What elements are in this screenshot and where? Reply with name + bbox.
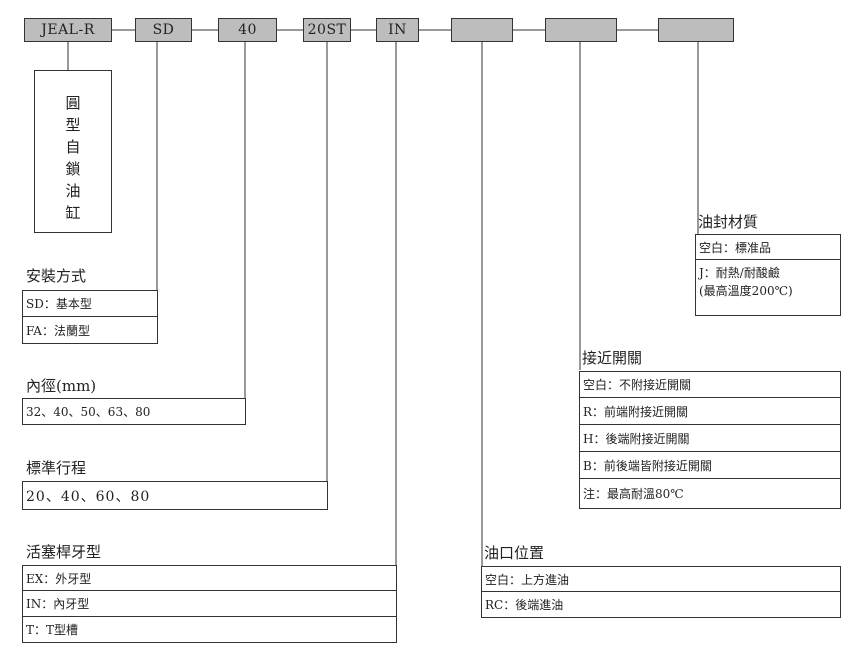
- switch-title: 接近開關: [582, 349, 643, 367]
- series-char: 圓: [65, 94, 81, 112]
- code-box-mount: SD: [135, 18, 192, 42]
- seal-option-line: (最高溫度200℃): [699, 284, 793, 298]
- rod-option: EX：外牙型: [22, 565, 397, 591]
- rod-option: IN：內牙型: [22, 591, 397, 617]
- seal-title: 油封材質: [698, 213, 759, 231]
- port-option: 空白：上方進油: [481, 566, 841, 592]
- switch-option: H：後端附接近開關: [579, 425, 841, 452]
- switch-option: 注：最高耐溫80℃: [579, 479, 841, 509]
- series-char: 鎖: [65, 160, 81, 178]
- mount-option: SD：基本型: [22, 290, 158, 317]
- code-box-bore: 40: [218, 18, 277, 42]
- code-box-stroke: 20ST: [303, 18, 351, 42]
- series-description-box: 圓 型 自 鎖 油 缸: [34, 70, 112, 233]
- code-box-switch: [545, 18, 617, 42]
- switch-option: B：前後端皆附接近開關: [579, 452, 841, 479]
- code-box-port: [451, 18, 513, 42]
- series-char: 自: [65, 138, 81, 156]
- seal-option-line: J：耐熱/耐酸鹼: [699, 266, 780, 280]
- series-char: 油: [65, 182, 81, 200]
- switch-option: 空白：不附接近開關: [579, 371, 841, 398]
- rod-option: T：T型槽: [22, 617, 397, 643]
- switch-option: R：前端附接近開關: [579, 398, 841, 425]
- seal-option-heat: J：耐熱/耐酸鹼 (最高溫度200℃): [695, 260, 841, 316]
- mount-title: 安裝方式: [26, 267, 87, 285]
- port-option: RC：後端進油: [481, 592, 841, 618]
- bore-title: 內徑(mm): [26, 377, 97, 395]
- code-box-seal: [658, 18, 734, 42]
- code-box-series: JEAL-R: [24, 18, 112, 42]
- mount-option: FA：法蘭型: [22, 317, 158, 344]
- bore-option: 32、40、50、63、80: [22, 398, 246, 425]
- seal-option: 空白：標准品: [695, 234, 841, 260]
- stroke-title: 標準行程: [26, 459, 87, 477]
- series-char: 缸: [65, 204, 81, 222]
- stroke-option: 20、40、60、80: [22, 481, 328, 510]
- rod-title: 活塞桿牙型: [26, 543, 102, 561]
- code-box-rod: IN: [376, 18, 419, 42]
- port-title: 油口位置: [484, 544, 545, 562]
- series-char: 型: [65, 116, 81, 134]
